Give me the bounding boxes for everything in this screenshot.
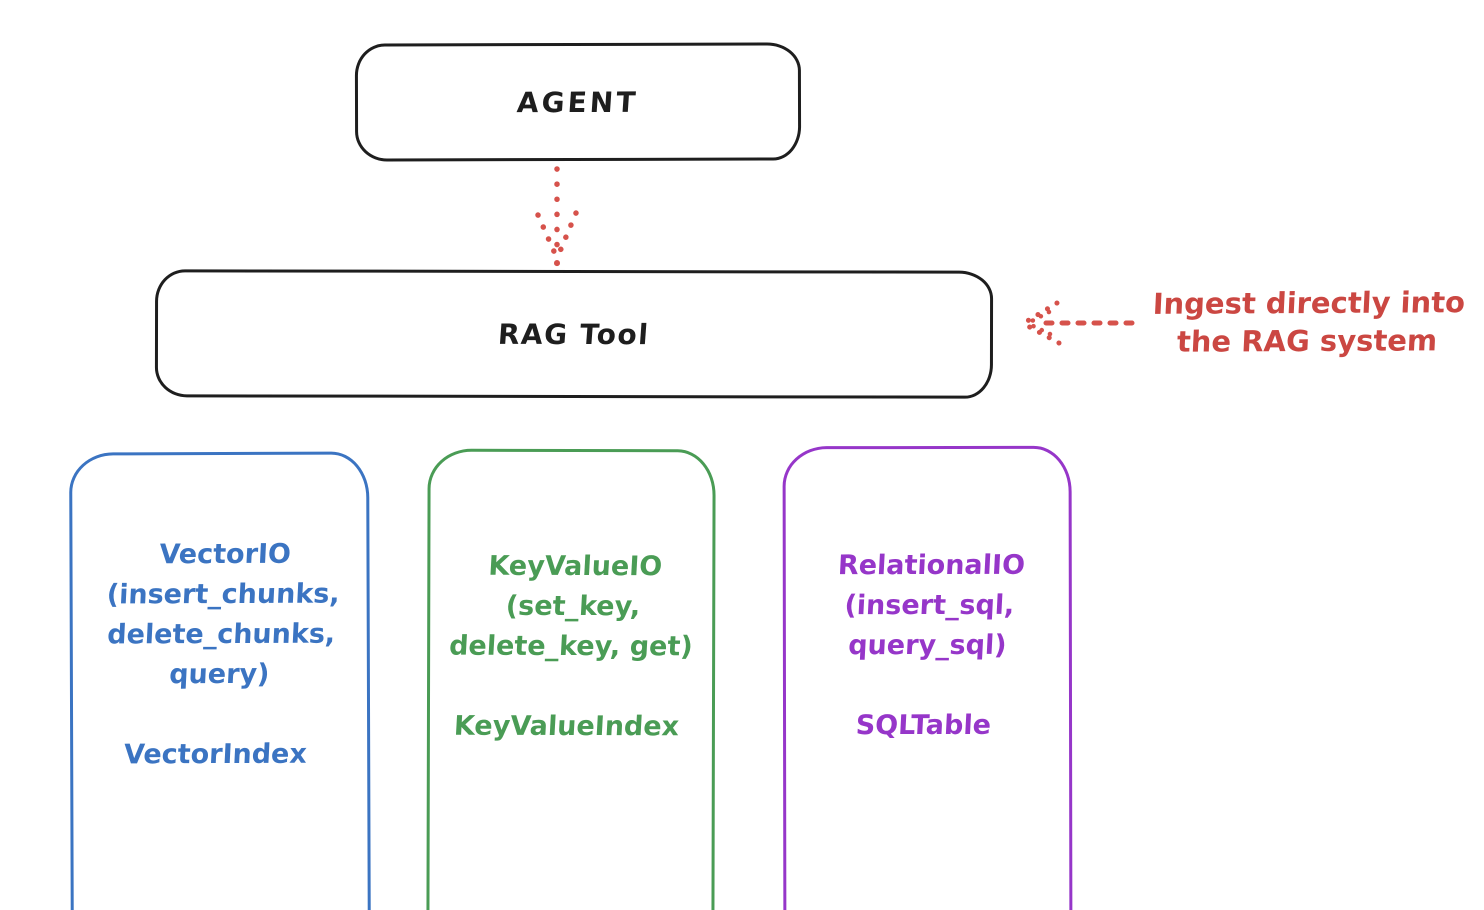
agent-box-label: AGENT — [516, 85, 640, 119]
io-line: query) — [168, 658, 270, 691]
keyvalue-io-text: KeyValueIO (set_key, delete_key, get) Ke… — [444, 547, 699, 748]
vector-io-box: VectorIO (insert_chunks, delete_chunks, … — [69, 451, 371, 910]
io-line: RelationalIO — [837, 549, 1026, 582]
annotation-text: Ingest directly into the RAG system — [1136, 283, 1480, 361]
spacer — [831, 666, 1020, 706]
io-line: delete_chunks, — [106, 618, 336, 651]
rag-tool-box-label: RAG Tool — [497, 317, 651, 351]
arrow-head-lower — [1021, 321, 1062, 346]
arrow-head-upper — [1021, 300, 1060, 326]
io-line: (insert_chunks, — [105, 578, 340, 611]
keyvalue-io-box: KeyValueIO (set_key, delete_key, get) Ke… — [426, 448, 716, 910]
annotation-line-2: the RAG system — [1176, 323, 1439, 359]
arrow-head-left — [535, 212, 559, 259]
agent-box: AGENT — [354, 42, 802, 162]
spacer — [446, 667, 692, 708]
arrow-head-right — [555, 210, 579, 259]
vector-io-text: VectorIO (insert_chunks, delete_chunks, … — [98, 535, 343, 776]
agent-to-ragtool-arrow — [535, 166, 579, 267]
io-line: VectorIO — [158, 538, 292, 571]
io-line: KeyValueIO — [487, 550, 664, 583]
annotation-line-1: Ingest directly into — [1151, 285, 1466, 321]
vector-index-label: VectorIndex — [122, 738, 308, 771]
relational-io-text: RelationalIO (insert_sql, query_sql) SQL… — [829, 546, 1026, 746]
io-line: (set_key, — [505, 590, 642, 623]
rag-tool-box: RAG Tool — [154, 269, 994, 399]
relational-io-box: RelationalIO (insert_sql, query_sql) SQL… — [782, 445, 1073, 910]
arrow-head-inner — [1027, 309, 1053, 337]
io-line: query_sql) — [847, 629, 1008, 662]
io-line: (insert_sql, — [843, 589, 1016, 622]
annotation-to-ragtool-arrow — [1021, 300, 1135, 346]
sql-table-label: SQLTable — [854, 709, 992, 742]
spacer — [99, 695, 334, 736]
io-line: delete_key, get) — [448, 630, 694, 663]
keyvalue-index-label: KeyValueIndex — [453, 710, 681, 743]
